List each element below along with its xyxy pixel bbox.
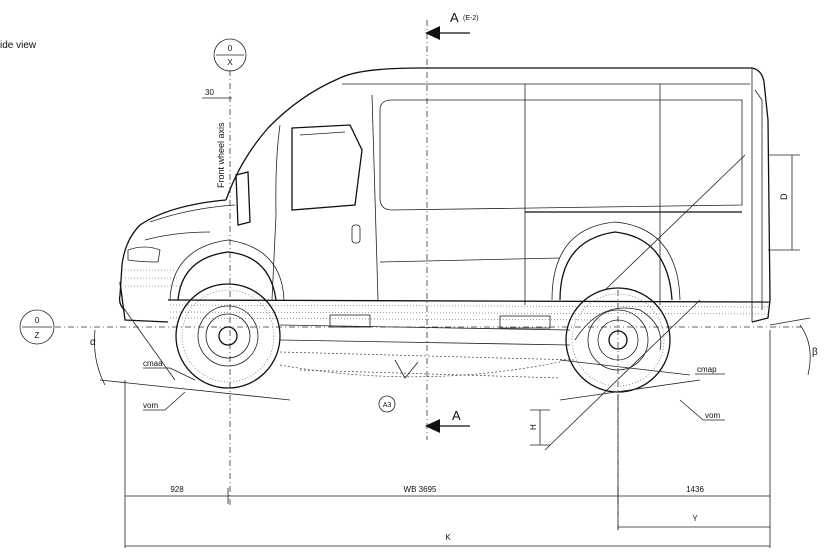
section-a-bottom-marker: A <box>425 408 470 433</box>
axis-z-marker: 0 Z <box>19 309 55 345</box>
axis-x-marker: 0 X 30 <box>202 38 247 99</box>
label-beta: β <box>812 347 818 358</box>
center-lines <box>55 20 805 530</box>
axis-z-bottom: Z <box>35 331 40 340</box>
label-cmap: cmap <box>697 365 717 374</box>
front-wheel <box>175 283 281 389</box>
axis-x-bottom: X <box>227 58 233 67</box>
callouts: cmaa vom cmap vom A3 <box>143 359 725 421</box>
section-a-letter: A <box>450 10 459 25</box>
label-h: H <box>529 424 538 430</box>
axis-z-top: 0 <box>35 316 40 325</box>
dim-overall: K <box>445 533 451 542</box>
axis-x-top: 0 <box>228 44 233 53</box>
label-vom-right: vom <box>705 411 720 420</box>
label-cmaa: cmaa <box>143 359 163 368</box>
section-a-top-marker: A (E-2) <box>425 10 479 40</box>
front-wheel-axis-label: Front wheel axis <box>216 122 226 188</box>
dim-rear-overhang: 1436 <box>686 485 704 494</box>
label-alpha: α <box>90 337 96 348</box>
view-title: ide view <box>0 40 37 51</box>
section-a-ref: (E-2) <box>463 15 479 22</box>
dimension-lines: 928 WB 3695 1436 Y K <box>124 330 771 548</box>
section-a-bottom-letter: A <box>452 408 461 423</box>
van-body <box>118 67 800 323</box>
angle-lines: α β <box>90 154 818 451</box>
dim-wheelbase: WB 3695 <box>404 485 437 494</box>
label-vom-left: vom <box>143 401 158 410</box>
label-d: D <box>779 193 789 200</box>
dim-front-overhang: 928 <box>170 485 184 494</box>
chassis <box>279 314 576 379</box>
dim-y: Y <box>692 514 698 523</box>
callout-a3: A3 <box>383 402 392 409</box>
label-30: 30 <box>205 88 214 97</box>
